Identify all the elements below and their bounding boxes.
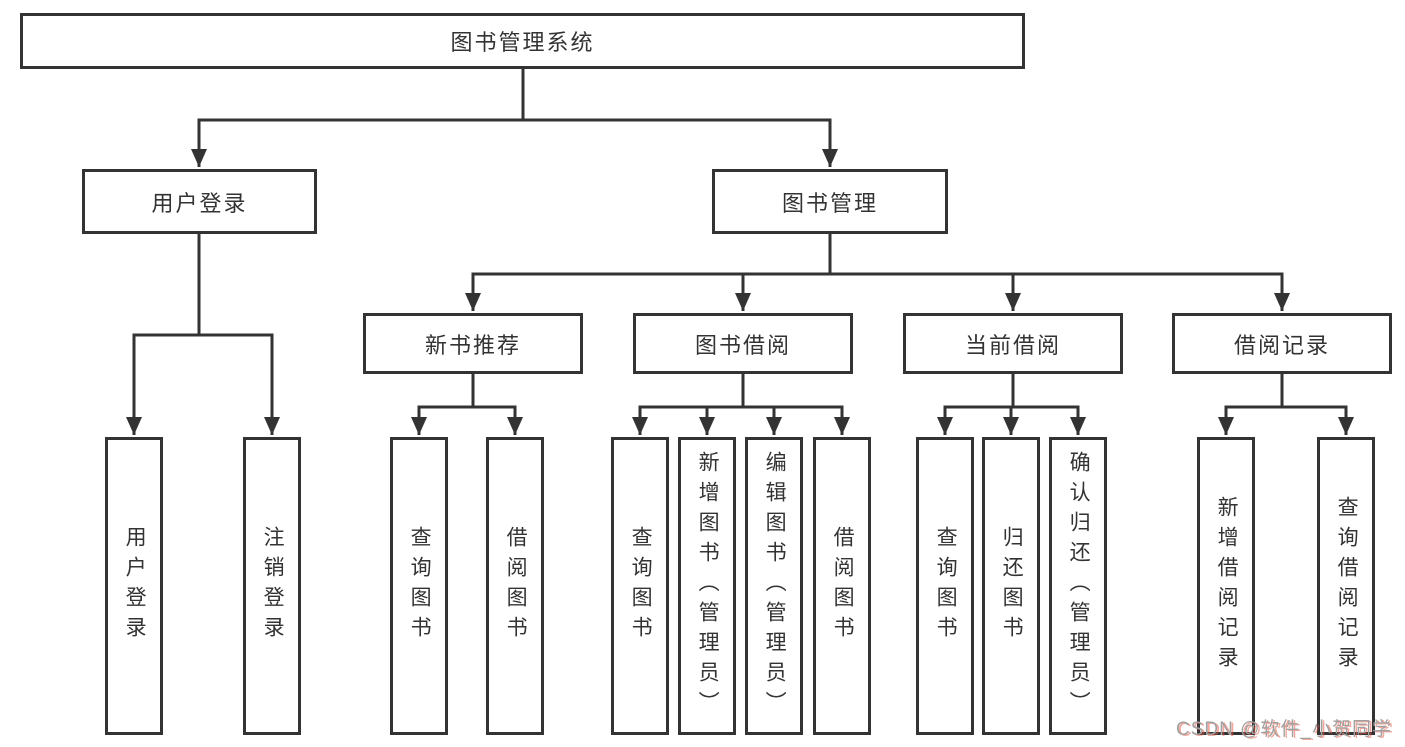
leaf-query-books-3: 查询图书	[916, 437, 974, 735]
leaf-label: 查询图书	[934, 526, 958, 646]
leaf-logout: 注销登录	[243, 437, 301, 735]
leaf-label: 查询图书	[408, 526, 432, 646]
csdn-watermark: CSDN @软件_小贺同学	[1176, 719, 1392, 740]
leaf-label: 新增借阅记录	[1215, 496, 1239, 676]
leaf-add-borrow-record: 新增借阅记录	[1197, 437, 1255, 735]
leaf-borrow-books-1: 借阅图书	[486, 437, 544, 735]
node-book-borrow: 图书借阅	[633, 313, 853, 374]
leaf-label: 借阅图书	[831, 526, 855, 646]
leaf-label: 查询借阅记录	[1335, 496, 1359, 676]
leaf-borrow-books-2: 借阅图书	[813, 437, 871, 735]
leaf-edit-books-admin: 编辑图书（管理员）	[745, 437, 803, 735]
trunk-lines	[132, 67, 1348, 409]
node-book-management: 图书管理	[712, 169, 948, 234]
node-library-system: 图书管理系统	[20, 13, 1025, 69]
node-current-borrow: 当前借阅	[903, 313, 1123, 374]
node-borrow-records: 借阅记录	[1172, 313, 1392, 374]
leaf-label: 新增图书（管理员）	[696, 451, 720, 721]
leaf-user-login: 用户登录	[105, 437, 163, 735]
leaf-label: 注销登录	[261, 526, 285, 646]
leaf-confirm-return-admin: 确认归还（管理员）	[1049, 437, 1107, 735]
leaf-query-borrow-record: 查询借阅记录	[1317, 437, 1375, 735]
node-user-login-branch: 用户登录	[82, 169, 317, 234]
leaf-label: 查询图书	[629, 526, 653, 646]
leaf-label: 归还图书	[1000, 526, 1024, 646]
leaf-label: 用户登录	[123, 526, 147, 646]
leaf-query-books-2: 查询图书	[611, 437, 669, 735]
leaf-label: 借阅图书	[504, 526, 528, 646]
leaf-query-books-1: 查询图书	[390, 437, 448, 735]
leaf-label: 编辑图书（管理员）	[763, 451, 787, 721]
node-new-book-recommend: 新书推荐	[363, 313, 583, 374]
leaf-label: 确认归还（管理员）	[1067, 451, 1091, 721]
leaf-add-books-admin: 新增图书（管理员）	[678, 437, 736, 735]
leaf-return-books: 归还图书	[982, 437, 1040, 735]
